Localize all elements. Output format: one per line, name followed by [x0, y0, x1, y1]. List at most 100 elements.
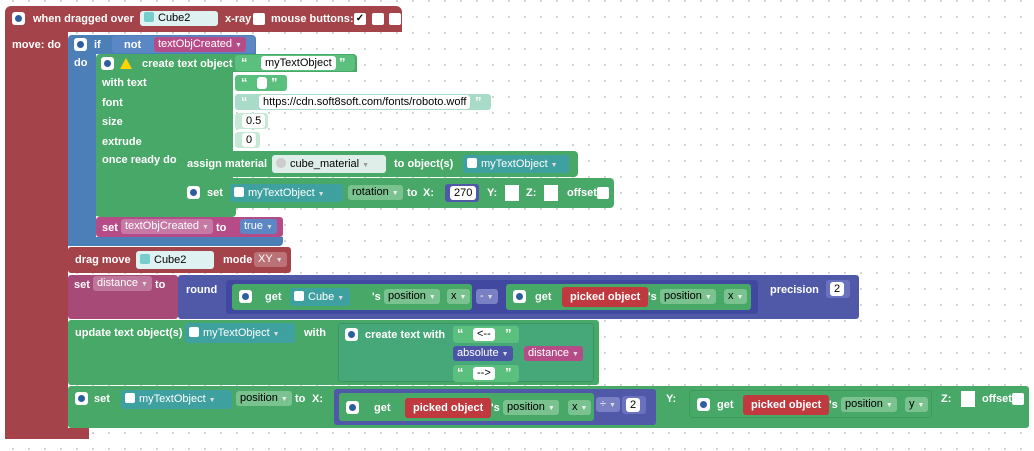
gear-icon[interactable]: [239, 290, 252, 303]
set-var-block[interactable]: set textObjCreated▼ to true▼: [96, 217, 283, 237]
chevron-down-icon: ▼: [265, 224, 273, 231]
true-dropdown[interactable]: true▼: [240, 219, 277, 234]
with-text-field[interactable]: [257, 77, 267, 89]
set-position-block[interactable]: set myTextObject▼ position▼ to X: get pi…: [68, 386, 1029, 428]
gear-icon[interactable]: [75, 392, 88, 405]
set-rotation-block[interactable]: set myTextObject▼ rotation▼ to X: 270 Y:…: [180, 178, 614, 208]
div-value-field[interactable]: 2: [626, 398, 641, 412]
gear-icon[interactable]: [12, 12, 25, 25]
mode-dropdown[interactable]: XY▼: [254, 252, 287, 267]
gear-icon[interactable]: [513, 290, 526, 303]
update-text-block[interactable]: update text object(s) myTextObject▼ with…: [68, 320, 599, 385]
z-empty-slot[interactable]: [961, 391, 975, 407]
gear-icon[interactable]: [697, 398, 710, 411]
distance-var-dropdown[interactable]: distance▼: [93, 276, 152, 291]
get-picked-position-block[interactable]: get picked object 's position▼ x▼: [506, 284, 751, 310]
to-label: to: [216, 222, 227, 234]
x-coord-dropdown[interactable]: x▼: [724, 289, 748, 304]
size-field[interactable]: 0.5: [242, 114, 266, 128]
position-object-dropdown[interactable]: myTextObject▼: [121, 390, 232, 409]
str1-block[interactable]: “ <-- ”: [453, 326, 519, 343]
chevron-down-icon: ▼: [317, 191, 325, 198]
precision-field[interactable]: 2: [830, 282, 845, 296]
size-number-block[interactable]: 0.5: [235, 113, 268, 129]
picked-object-block[interactable]: picked object: [405, 398, 492, 418]
position-prop-dropdown[interactable]: position▼: [841, 397, 897, 412]
name-field[interactable]: myTextObject: [261, 56, 336, 70]
x-coord-dropdown[interactable]: x▼: [447, 289, 471, 304]
picked-object-block[interactable]: picked object: [562, 287, 649, 307]
with-text-block[interactable]: “ ”: [235, 75, 287, 91]
var-dropdown[interactable]: textObjCreated▼: [121, 219, 213, 234]
gear-icon[interactable]: [346, 401, 359, 414]
get-picked-position-y-block[interactable]: get picked object 's position▼ y▼: [689, 390, 932, 418]
object-dropdown[interactable]: Cube2: [140, 11, 218, 26]
font-url-field[interactable]: https://cdn.soft8soft.com/fonts/roboto.w…: [259, 95, 471, 109]
gear-icon[interactable]: [101, 57, 114, 70]
close-quote-icon: ”: [475, 94, 482, 109]
offset-checkbox[interactable]: [1012, 393, 1024, 405]
size-label: size: [102, 116, 123, 128]
event-label: when dragged over: [33, 13, 134, 25]
str2-field[interactable]: -->: [473, 367, 495, 380]
font-url-block[interactable]: “ https://cdn.soft8soft.com/fonts/roboto…: [235, 94, 491, 110]
position-prop-dropdown[interactable]: position▼: [660, 289, 716, 304]
name-text-block[interactable]: “ myTextObject ”: [235, 55, 355, 71]
x-coord-dropdown[interactable]: x▼: [568, 400, 592, 415]
var-textobjcreated[interactable]: textObjCreated▼: [154, 37, 246, 52]
absolute-dropdown[interactable]: absolute▼: [453, 346, 513, 361]
material-dropdown[interactable]: cube_material▼: [272, 155, 386, 173]
cube-object-dropdown[interactable]: Cube▼: [290, 288, 350, 306]
rotation-object-dropdown[interactable]: myTextObject▼: [230, 184, 343, 202]
z-empty-slot[interactable]: [544, 185, 558, 201]
assign-material-block[interactable]: assign material cube_material▼ to object…: [180, 151, 578, 177]
distance-var-getter[interactable]: distance▼: [524, 346, 583, 361]
mouse-button-left-checkbox[interactable]: ✓: [354, 13, 366, 25]
gear-icon[interactable]: [345, 328, 358, 341]
rotation-prop-dropdown[interactable]: rotation▼: [348, 185, 403, 200]
minus-block[interactable]: get Cube▼ 's position▼ x▼ -▼ get picked …: [226, 280, 758, 314]
mouse-button-middle-checkbox[interactable]: [372, 13, 384, 25]
get-cube-position-block[interactable]: get Cube▼ 's position▼ x▼: [232, 284, 472, 310]
chevron-down-icon: ▼: [885, 402, 893, 409]
divide-block[interactable]: get picked object 's position▼ x▼ ÷▼ 2: [334, 389, 656, 425]
gear-icon[interactable]: [187, 186, 200, 199]
minus-operator-dropdown[interactable]: -▼: [476, 289, 498, 304]
set-distance-block[interactable]: set distance▼ to: [68, 275, 178, 319]
mouse-button-right-checkbox[interactable]: [389, 13, 401, 25]
create-text-block[interactable]: create text object with text font size e…: [96, 54, 233, 216]
event-block[interactable]: when dragged over Cube2 x-ray mouse butt…: [5, 6, 402, 32]
picked-object-block[interactable]: picked object: [743, 395, 830, 415]
round-block[interactable]: round get Cube▼ 's position▼ x▼ -▼ get p…: [178, 275, 859, 319]
offset-checkbox[interactable]: [597, 187, 609, 199]
position-prop-dropdown[interactable]: position▼: [384, 289, 440, 304]
create-text-with-block[interactable]: create text with “ <-- ” absolute▼ dista…: [338, 323, 594, 382]
extrude-number-block[interactable]: 0: [235, 132, 260, 148]
target-object-dropdown[interactable]: myTextObject▼: [463, 155, 569, 173]
div-number-block[interactable]: 2: [622, 396, 646, 414]
y-coord-dropdown[interactable]: y▼: [905, 397, 929, 412]
xray-checkbox[interactable]: [253, 13, 265, 25]
y-empty-slot[interactable]: [505, 185, 519, 201]
chevron-down-icon: ▼: [391, 190, 399, 197]
divide-operator-dropdown[interactable]: ÷▼: [596, 397, 620, 412]
precision-number-block[interactable]: 2: [826, 280, 850, 298]
position-prop-dropdown[interactable]: position▼: [503, 400, 559, 415]
update-object-dropdown[interactable]: myTextObject▼: [185, 323, 295, 343]
position-prop-dropdown[interactable]: position▼: [236, 391, 292, 406]
x-value-field[interactable]: 270: [450, 186, 477, 200]
drag-move-block[interactable]: drag move Cube2 mode XY▼: [68, 247, 291, 273]
str1-field[interactable]: <--: [473, 328, 495, 341]
extrude-field[interactable]: 0: [242, 133, 257, 147]
not-block[interactable]: not textObjCreated▼: [112, 36, 255, 53]
x-number-block[interactable]: 270: [445, 184, 479, 202]
str2-block[interactable]: “ --> ”: [453, 365, 519, 382]
x-label: X:: [423, 187, 434, 199]
warning-icon[interactable]: [120, 58, 132, 69]
move-do-label: move: do: [12, 39, 61, 51]
s-position-label: 's: [491, 402, 500, 414]
drag-object-dropdown[interactable]: Cube2: [136, 251, 214, 269]
s-label: 's: [648, 291, 657, 303]
get-picked-position-x-block[interactable]: get picked object 's position▼ x▼: [339, 393, 594, 421]
gear-icon[interactable]: [74, 38, 87, 51]
